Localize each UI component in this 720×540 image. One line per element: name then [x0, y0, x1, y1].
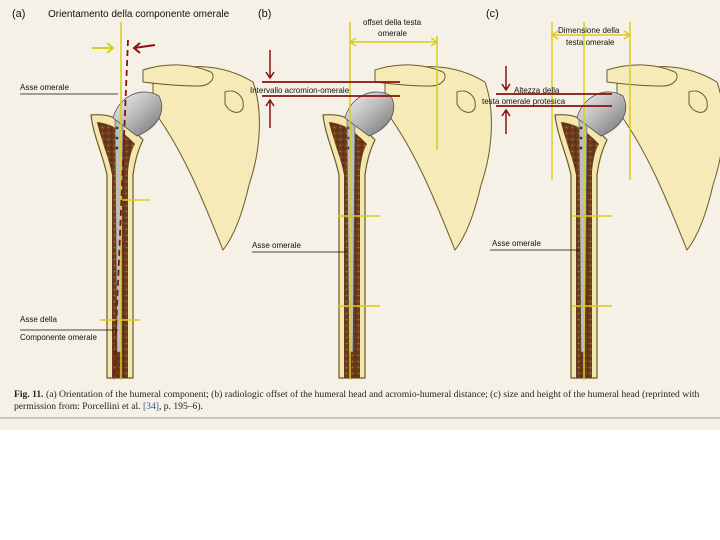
arrow-up-icon	[265, 98, 275, 128]
panel-b-title-2: omerale	[378, 29, 407, 38]
panel-a-label-bottom-2: Componente omerale	[20, 333, 97, 342]
panel-c-label-bottom: Asse omerale	[492, 239, 541, 248]
panel-b-letter: (b)	[258, 8, 271, 20]
figure-caption: Fig. 11. (a) Orientation of the humeral …	[14, 389, 710, 412]
component-axis-line	[113, 39, 129, 381]
panel-a-label-bottom-1: Asse della	[20, 315, 57, 324]
caption-reference-link[interactable]: [34]	[142, 400, 159, 412]
panel-c-label-top-2: testa omerale protesica	[482, 97, 566, 106]
panel-a-title: Orientamento della componente omerale	[48, 9, 230, 20]
arrow-down-icon	[501, 66, 511, 92]
caption-fig-label: Fig. 11.	[14, 389, 44, 400]
figure-svg: (a) Orientamento della componente omeral…	[12, 8, 720, 381]
arrow-up-icon	[501, 108, 511, 134]
figure-bottom-divider	[0, 417, 720, 419]
panel-a-label-top: Asse omerale	[20, 83, 69, 92]
panel-c-title-2: testa omerale	[566, 38, 615, 47]
arrow-down-icon	[265, 50, 275, 80]
arrow-left-icon	[133, 44, 156, 49]
figure-area: (a) Orientamento della componente omeral…	[0, 0, 720, 430]
panel-b-label-top: Intervallo acromion-omerale	[250, 86, 350, 95]
panel-c-letter: (c)	[486, 8, 499, 20]
panel-a-letter: (a)	[12, 8, 25, 20]
panel-c-label-top-1: Altezza della	[514, 86, 560, 95]
panel-b-title-1: offset della testa	[363, 18, 422, 27]
panel-a-drawing	[20, 22, 261, 381]
panel-b-drawing	[252, 22, 493, 380]
panel-c-title-1: Dimensione della	[558, 26, 620, 35]
caption-tail: , p. 195–6).	[158, 400, 203, 412]
panel-c-drawing	[490, 22, 720, 380]
caption-text: (a) Orientation of the humeral component…	[14, 389, 700, 412]
panel-b-label-bottom: Asse omerale	[252, 241, 301, 250]
